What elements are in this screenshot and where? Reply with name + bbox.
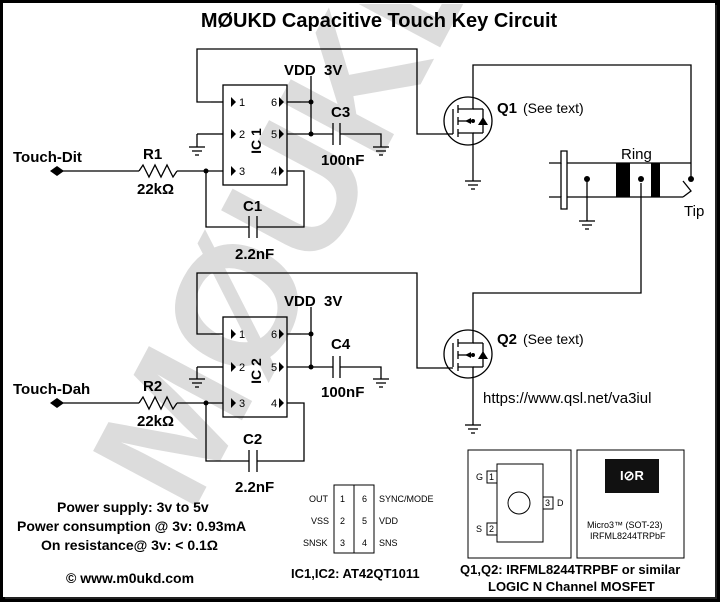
- dit-terminal-icon: [50, 166, 64, 176]
- c1-value: 2.2nF: [235, 246, 274, 263]
- mosfet-pin-g: G: [476, 472, 483, 482]
- mosfet-pin-s: S: [476, 524, 482, 534]
- r1-ref: R1: [143, 146, 162, 163]
- c3-value: 100nF: [321, 152, 364, 169]
- pinout-num-5: 5: [362, 516, 367, 526]
- input-label-dit: Touch-Dit: [13, 149, 82, 166]
- c3-ref: C3: [331, 104, 350, 121]
- ic2-label: IC 2: [248, 358, 264, 384]
- pinout-right-vdd: VDD: [379, 516, 399, 526]
- mosfet-num-2: 2: [489, 524, 494, 534]
- pinout-num-2: 2: [340, 516, 345, 526]
- input-label-dah: Touch-Dah: [13, 381, 90, 398]
- spec-supply: Power supply: 3v to 5v: [57, 499, 209, 515]
- pinout-caption: IC1,IC2: AT42QT1011: [291, 566, 420, 581]
- c1-ref: C1: [243, 198, 262, 215]
- vdd-label-1: VDD 3V: [284, 62, 342, 79]
- pinout-num-3: 3: [340, 538, 345, 548]
- mosfet-num-1: 1: [489, 472, 494, 482]
- q1-label: Q1: [497, 100, 517, 117]
- vdd-label-2: VDD 3V: [284, 293, 342, 310]
- watermark: MØUKD: [56, 4, 525, 533]
- mosfet-caption-1: Q1,Q2: IRFML8244TRPBF or similar: [460, 562, 680, 577]
- q2-label: Q2: [497, 331, 517, 348]
- mosfet-package-line-1: Micro3™ (SOT-23): [587, 520, 663, 530]
- copyright: © www.m0ukd.com: [66, 570, 194, 586]
- pinout-num-1: 1: [340, 494, 345, 504]
- ic2-pin-2: 2: [239, 362, 245, 374]
- spec-resistance: On resistance@ 3v: < 0.1Ω: [41, 537, 218, 553]
- reference-url: https://www.qsl.net/va3iul: [483, 390, 651, 407]
- c2-value: 2.2nF: [235, 479, 274, 496]
- mosfet-chip-logo: I⊘R: [620, 468, 645, 483]
- q2-note: (See text): [523, 331, 584, 347]
- ic1-pin-1: 1: [239, 97, 245, 109]
- ic1-label: IC 1: [248, 128, 264, 154]
- pinout-left-out: OUT: [309, 494, 329, 504]
- r1-value: 22kΩ: [137, 181, 174, 198]
- dah-terminal-icon: [50, 398, 64, 408]
- r2-value: 22kΩ: [137, 413, 174, 430]
- ic1-pin-5: 5: [271, 129, 277, 141]
- c2-ref: C2: [243, 431, 262, 448]
- mosfet-num-3: 3: [545, 498, 550, 508]
- pinout-right-sns: SNS: [379, 538, 398, 548]
- mosfet-package-line-2: IRFML8244TRPbF: [590, 531, 666, 541]
- jack-tip-label: Tip: [684, 203, 704, 220]
- pinout-right-sync: SYNC/MODE: [379, 494, 434, 504]
- page-title: MØUKD Capacitive Touch Key Circuit: [201, 10, 558, 32]
- ic1-pin-6: 6: [271, 97, 277, 109]
- ic2-pin-3: 3: [239, 398, 245, 410]
- r2-ref: R2: [143, 378, 162, 395]
- q1-note: (See text): [523, 100, 584, 116]
- pinout-num-6: 6: [362, 494, 367, 504]
- pinout-left-snsk: SNSK: [303, 538, 328, 548]
- pinout-num-4: 4: [362, 538, 367, 548]
- jack-ring-label: Ring: [621, 146, 652, 163]
- ic1-pin-3: 3: [239, 166, 245, 178]
- c4-value: 100nF: [321, 384, 364, 401]
- ic1-pin-2: 2: [239, 129, 245, 141]
- schematic-panel: MØUKD MØUKD Capacitive Touch Key Circuit: [3, 0, 715, 597]
- mosfet-chip-image: [605, 459, 659, 493]
- pinout-left-vss: VSS: [311, 516, 329, 526]
- mosfet-pin-d: D: [557, 498, 564, 508]
- ic2-pin-4: 4: [271, 398, 277, 410]
- jack-ring-band: [616, 163, 630, 197]
- mosfet-caption-2: LOGIC N Channel MOSFET: [488, 579, 655, 594]
- ic2-pin-6: 6: [271, 329, 277, 341]
- c4-ref: C4: [331, 336, 351, 353]
- ic2-pin-5: 5: [271, 362, 277, 374]
- ic2-pin-1: 1: [239, 329, 245, 341]
- spec-consumption: Power consumption @ 3v: 0.93mA: [17, 518, 246, 534]
- ic1-pin-4: 4: [271, 166, 277, 178]
- schematic-drawing: MØUKD MØUKD Capacitive Touch Key Circuit: [13, 0, 704, 594]
